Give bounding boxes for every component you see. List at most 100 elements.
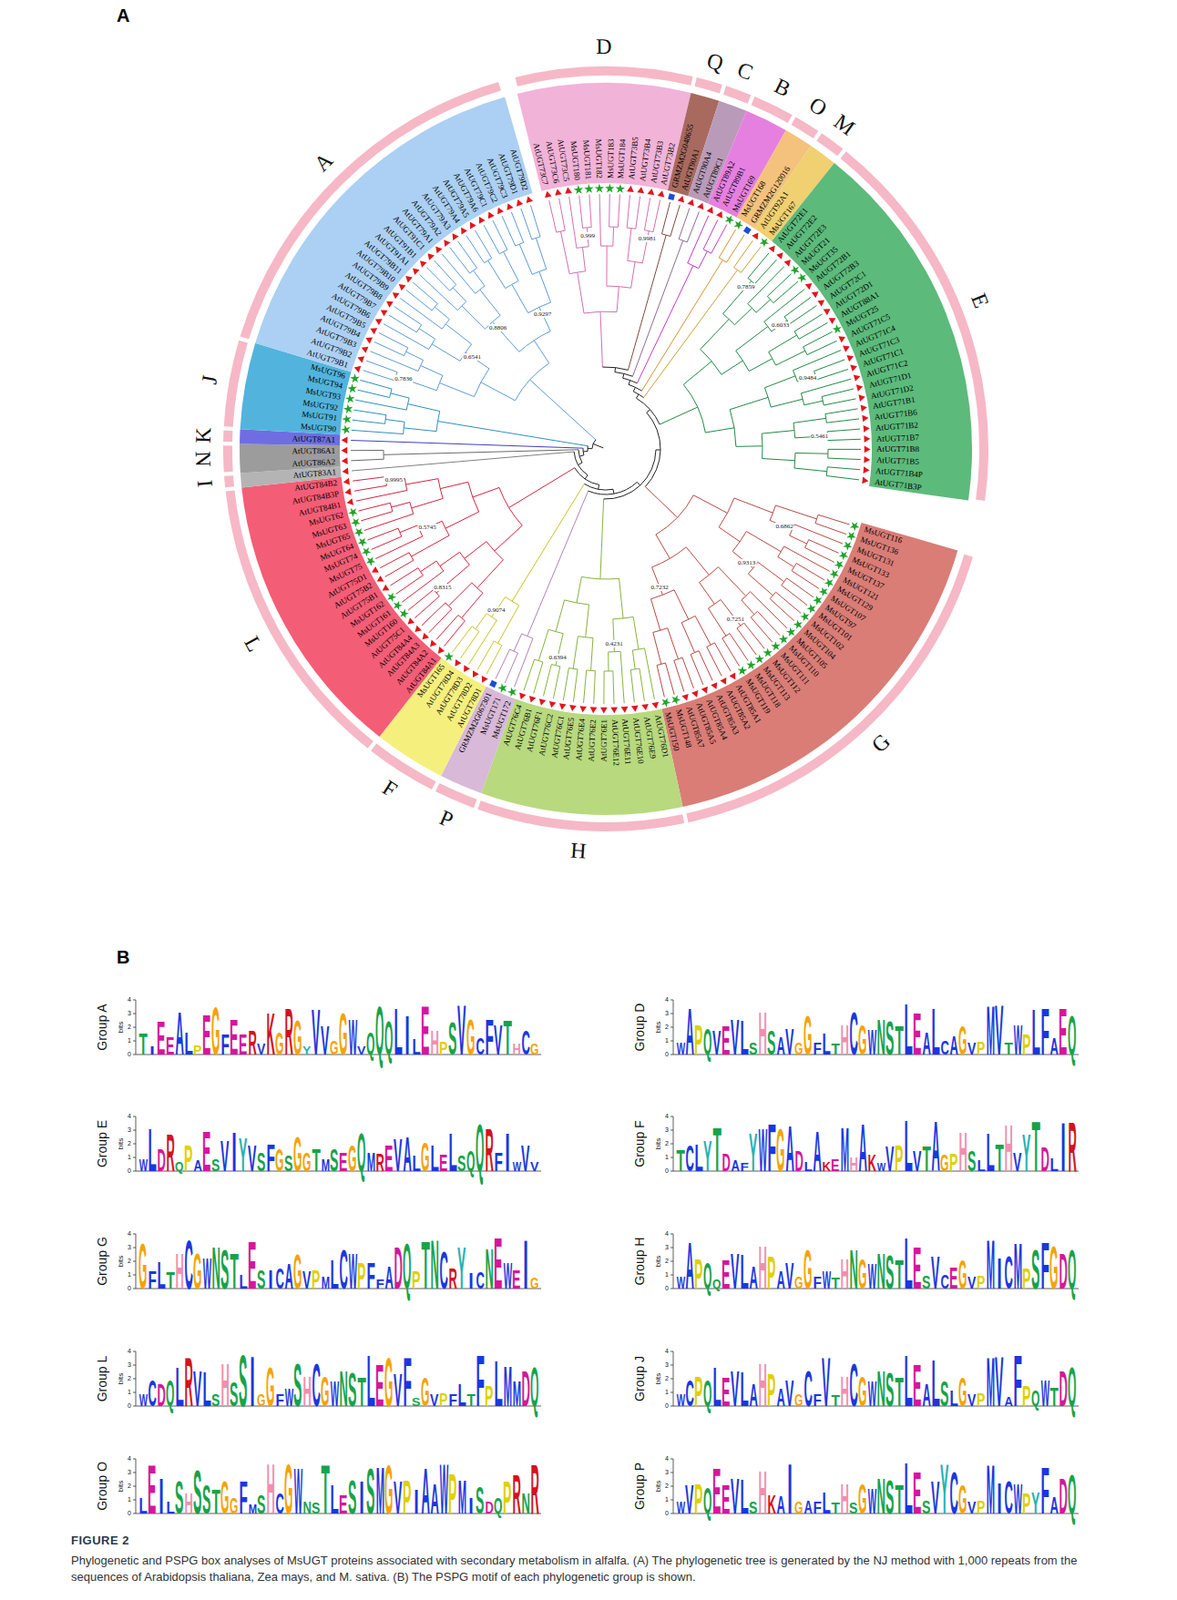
tree-branch [736, 327, 768, 352]
tree-branch [398, 528, 402, 537]
leaf-label: AtUGT71B7 [876, 432, 920, 444]
tree-branch [764, 388, 771, 408]
axis-tick [133, 1486, 136, 1488]
tree-branch [793, 350, 842, 371]
tree-branch [707, 599, 721, 609]
species-marker [677, 194, 686, 204]
logo-letter: F [812, 1500, 821, 1517]
logo-letter: M [985, 995, 994, 1066]
tree-branch [734, 498, 773, 513]
logo-letter: T [420, 1231, 430, 1300]
bootstrap-value: 0.7232 [650, 583, 670, 592]
logo-letter: K [821, 1159, 830, 1174]
logo-letter: P [976, 1039, 985, 1059]
tree-branch [355, 399, 407, 410]
logo-letter: I [996, 1251, 1003, 1296]
logo-letter: L [411, 1036, 420, 1058]
tree-branch [670, 204, 680, 236]
tree-branch [698, 651, 713, 682]
tree-branch [403, 428, 437, 432]
tree-branch [665, 663, 676, 696]
tree-branch [718, 527, 740, 543]
tree-branch [583, 247, 586, 272]
axis-tick [670, 1365, 674, 1367]
logo-letter: P [767, 1367, 776, 1414]
logo-letter: V [302, 1268, 311, 1293]
logo-letter: E [721, 1254, 730, 1296]
logo-letter: N [849, 1241, 858, 1299]
leaf-label: AtUGT71B8 [876, 444, 920, 454]
logo-letter: S [220, 1241, 229, 1299]
species-marker [356, 354, 365, 364]
tree-branch [761, 433, 764, 459]
tree-branch [614, 368, 616, 373]
tree-branch [420, 561, 438, 573]
logo-letter: L [366, 1345, 375, 1418]
species-marker [467, 220, 477, 230]
tree-branch [429, 338, 436, 349]
tree-branch [472, 487, 500, 498]
logo-letter: A [921, 1027, 931, 1061]
motif-logo-panel: Group Hbits43210WAPQQEVLAHPAVGGFWTHNGWNS… [628, 1228, 1089, 1302]
tree-branch [573, 636, 578, 670]
tree-branch [606, 286, 632, 288]
tree-branch [464, 542, 487, 560]
logo-letter: H [839, 1478, 849, 1522]
species-marker [863, 435, 870, 443]
logo-letter: L [931, 999, 940, 1066]
tree-branch [441, 254, 476, 295]
tree-branch [628, 384, 642, 391]
logo-letter: P [949, 1150, 958, 1176]
logo-letter: A [1003, 1394, 1013, 1409]
axis-tick [670, 1157, 674, 1159]
logo-letter: I [267, 1267, 274, 1294]
logo-letter: G [958, 1255, 967, 1296]
leaf-label: MsUGT183 [605, 138, 616, 179]
tree-branch [750, 611, 758, 618]
species-marker [346, 498, 354, 507]
tree-branch [644, 197, 650, 230]
logo-letter: P [311, 1266, 320, 1294]
logo-letter: C [275, 1489, 284, 1519]
logo-letter: G [256, 1392, 266, 1410]
logo-letter: G [803, 1008, 812, 1064]
leaf-label: AtUGT86A1 [291, 446, 336, 456]
group-label: Group O [94, 1462, 110, 1512]
species-marker [691, 690, 701, 699]
species-marker [716, 209, 726, 218]
logo-letter: L [739, 1473, 748, 1522]
logo-letter: F [147, 1268, 156, 1293]
logo-letter: W [293, 1460, 302, 1525]
logo-letter: L [174, 1360, 184, 1415]
logo-letter: G [794, 1392, 803, 1410]
tree-branch [586, 670, 596, 673]
tree-branch [620, 651, 625, 704]
group-letter: B [770, 73, 795, 102]
logo-letter: G [284, 1453, 293, 1525]
logo-letter: L [803, 1159, 812, 1174]
species-marker [853, 373, 862, 382]
tree-branch [721, 360, 744, 375]
bootstrap-value: 0.6541 [462, 353, 482, 361]
logo-letter: R [165, 1126, 174, 1180]
logo-letter: Y [1022, 1126, 1031, 1180]
logo-letter: L [976, 1158, 985, 1174]
tree-branch [441, 319, 450, 330]
logo-letter: E [202, 1006, 211, 1065]
outer-ring [223, 445, 234, 472]
species-marker [579, 706, 587, 713]
tree-branch [408, 589, 434, 611]
axis-tick [670, 1027, 674, 1029]
tree-branch [475, 614, 487, 630]
tick-label: 3 [127, 1010, 132, 1018]
axis-title: bits [654, 1022, 663, 1034]
species-marker [369, 566, 379, 576]
tree-branch [793, 370, 799, 382]
tree-branch [761, 430, 795, 435]
logo-letter: I [468, 1270, 474, 1292]
logo-letter: R [484, 1119, 493, 1181]
logo-letter: R [375, 1150, 384, 1176]
outer-ring [224, 475, 235, 488]
tree-branch [452, 287, 466, 302]
species-marker [476, 214, 486, 225]
